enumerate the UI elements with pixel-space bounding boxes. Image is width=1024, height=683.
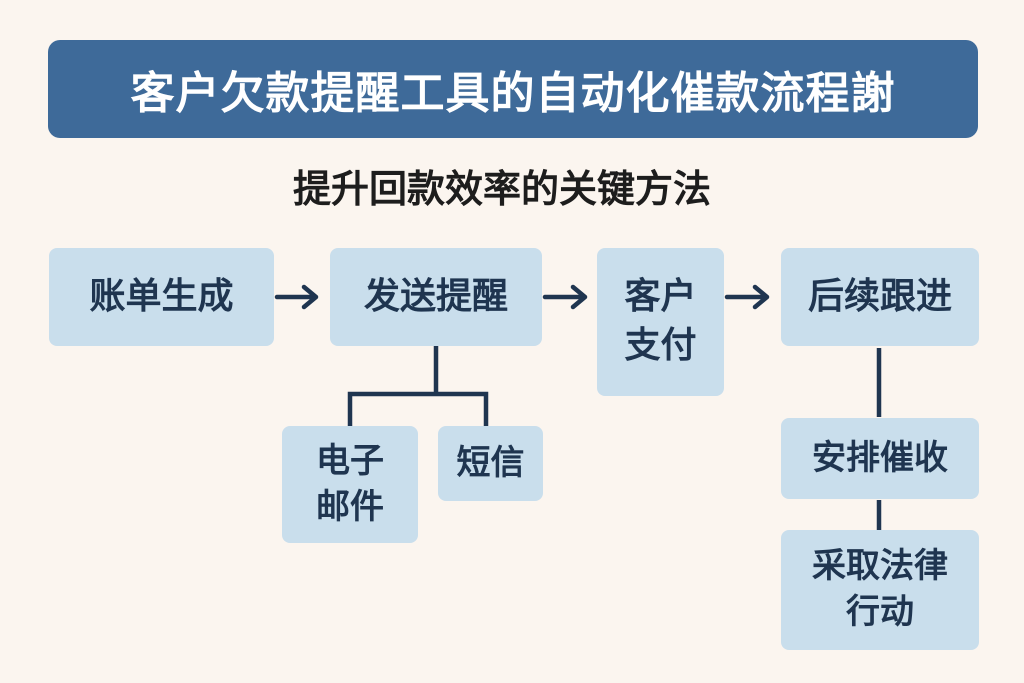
branch-reminder-channels	[347, 345, 489, 429]
node-send-reminder: 发送提醒	[330, 248, 542, 346]
node-customer-payment: 客户 支付	[597, 248, 724, 396]
node-email: 电子 邮件	[282, 426, 418, 543]
title-banner: 客户欠款提醒工具的自动化催款流程謝	[48, 40, 978, 138]
node-sms: 短信	[438, 426, 543, 501]
diagram-subtitle: 提升回款效率的关键方法	[292, 166, 711, 211]
node-arrange-collection: 安排催收	[781, 418, 979, 499]
arrow-bill-to-reminder	[274, 284, 319, 310]
node-legal-action: 采取法律 行动	[781, 530, 979, 650]
node-follow-up: 后续跟进	[781, 248, 979, 346]
diagram-title: 客户欠款提醒工具的自动化催款流程謝	[130, 68, 896, 119]
arrow-reminder-to-payment	[542, 284, 588, 310]
node-bill-generation: 账单生成	[49, 248, 274, 346]
arrow-payment-to-followup	[724, 284, 770, 310]
